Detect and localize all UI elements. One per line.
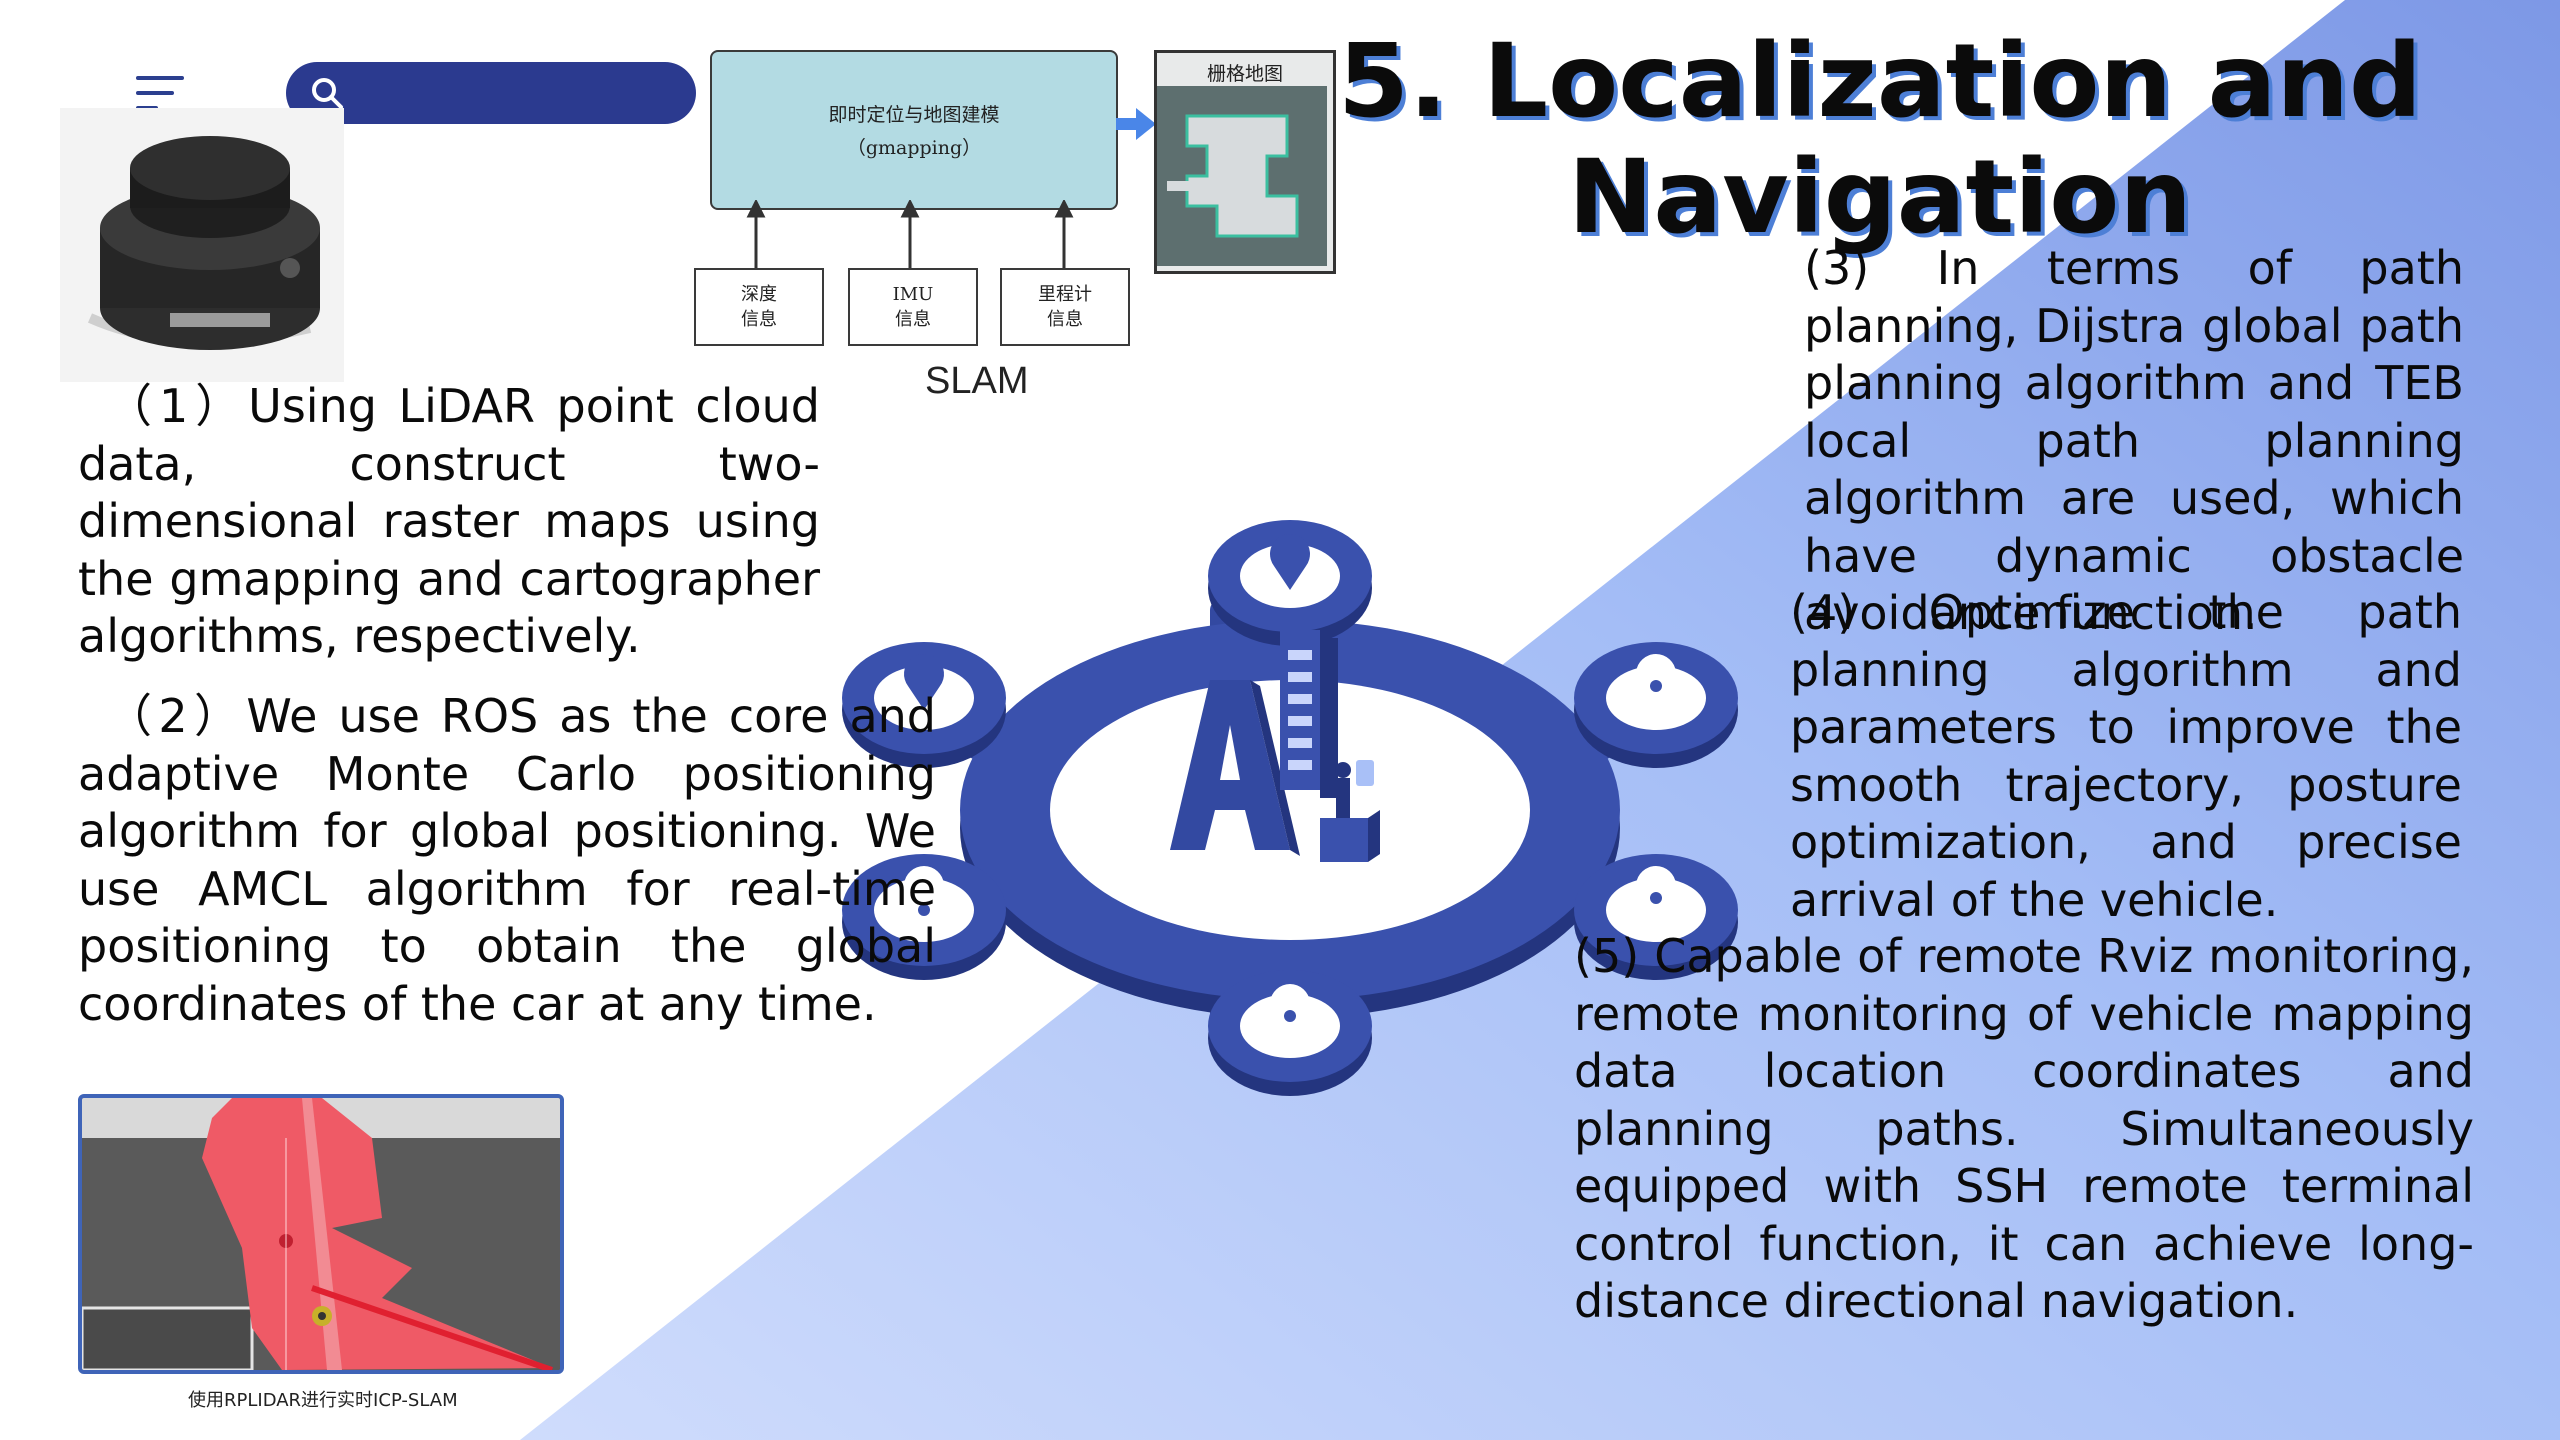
search-input[interactable] bbox=[286, 62, 696, 124]
hamburger-menu-icon[interactable] bbox=[136, 76, 186, 112]
paragraph-3-path-planning: (3) In terms of path planning, Dijstra g… bbox=[1804, 241, 2464, 640]
paragraph-5-remote-monitoring: (5) Capable of remote Rviz monitoring, r… bbox=[1574, 929, 2474, 1328]
letter-a-building bbox=[1170, 680, 1300, 856]
slam-main-label: 即时定位与地图建模 bbox=[828, 104, 1000, 126]
paragraph-1-lidar-mapping: （1）Using LiDAR point cloud data, constru… bbox=[78, 379, 820, 663]
slam-main-box: 即时定位与地图建模 （gmapping） bbox=[710, 50, 1118, 210]
location-pin-icon bbox=[904, 534, 1310, 710]
grid-map-label: 栅格地图 bbox=[1206, 63, 1283, 85]
tower-building bbox=[1280, 630, 1338, 798]
icp-slam-screenshot bbox=[78, 1094, 564, 1374]
page-title: 5. Localization and Navigation bbox=[1337, 22, 2423, 257]
slam-input-odometry: 里程计 信息 bbox=[1000, 268, 1130, 346]
slam-caption: SLAM bbox=[925, 360, 1029, 402]
slam-input-imu: IMU 信息 bbox=[848, 268, 978, 346]
slam-arrow-right-icon bbox=[1116, 108, 1156, 140]
search-icon bbox=[312, 78, 343, 109]
slam-arrows-up bbox=[746, 200, 1074, 272]
icp-slam-caption: 使用RPLIDAR进行实时ICP-SLAM bbox=[188, 1390, 458, 1411]
person-figure bbox=[1320, 760, 1380, 862]
grid-map-panel: 栅格地图 bbox=[1154, 50, 1336, 274]
slam-main-sublabel: （gmapping） bbox=[846, 137, 982, 159]
paragraph-2-amcl-positioning: （2）We use ROS as the core and adaptive M… bbox=[78, 689, 936, 1031]
grid-map-image bbox=[1157, 86, 1327, 266]
navigation-hub-illustration bbox=[842, 520, 1738, 1096]
lidar-sensor-photo bbox=[60, 108, 344, 382]
slam-input-depth: 深度 信息 bbox=[694, 268, 824, 346]
paragraph-4-optimization: (4) Optimize the path planning algorithm… bbox=[1790, 585, 2462, 927]
